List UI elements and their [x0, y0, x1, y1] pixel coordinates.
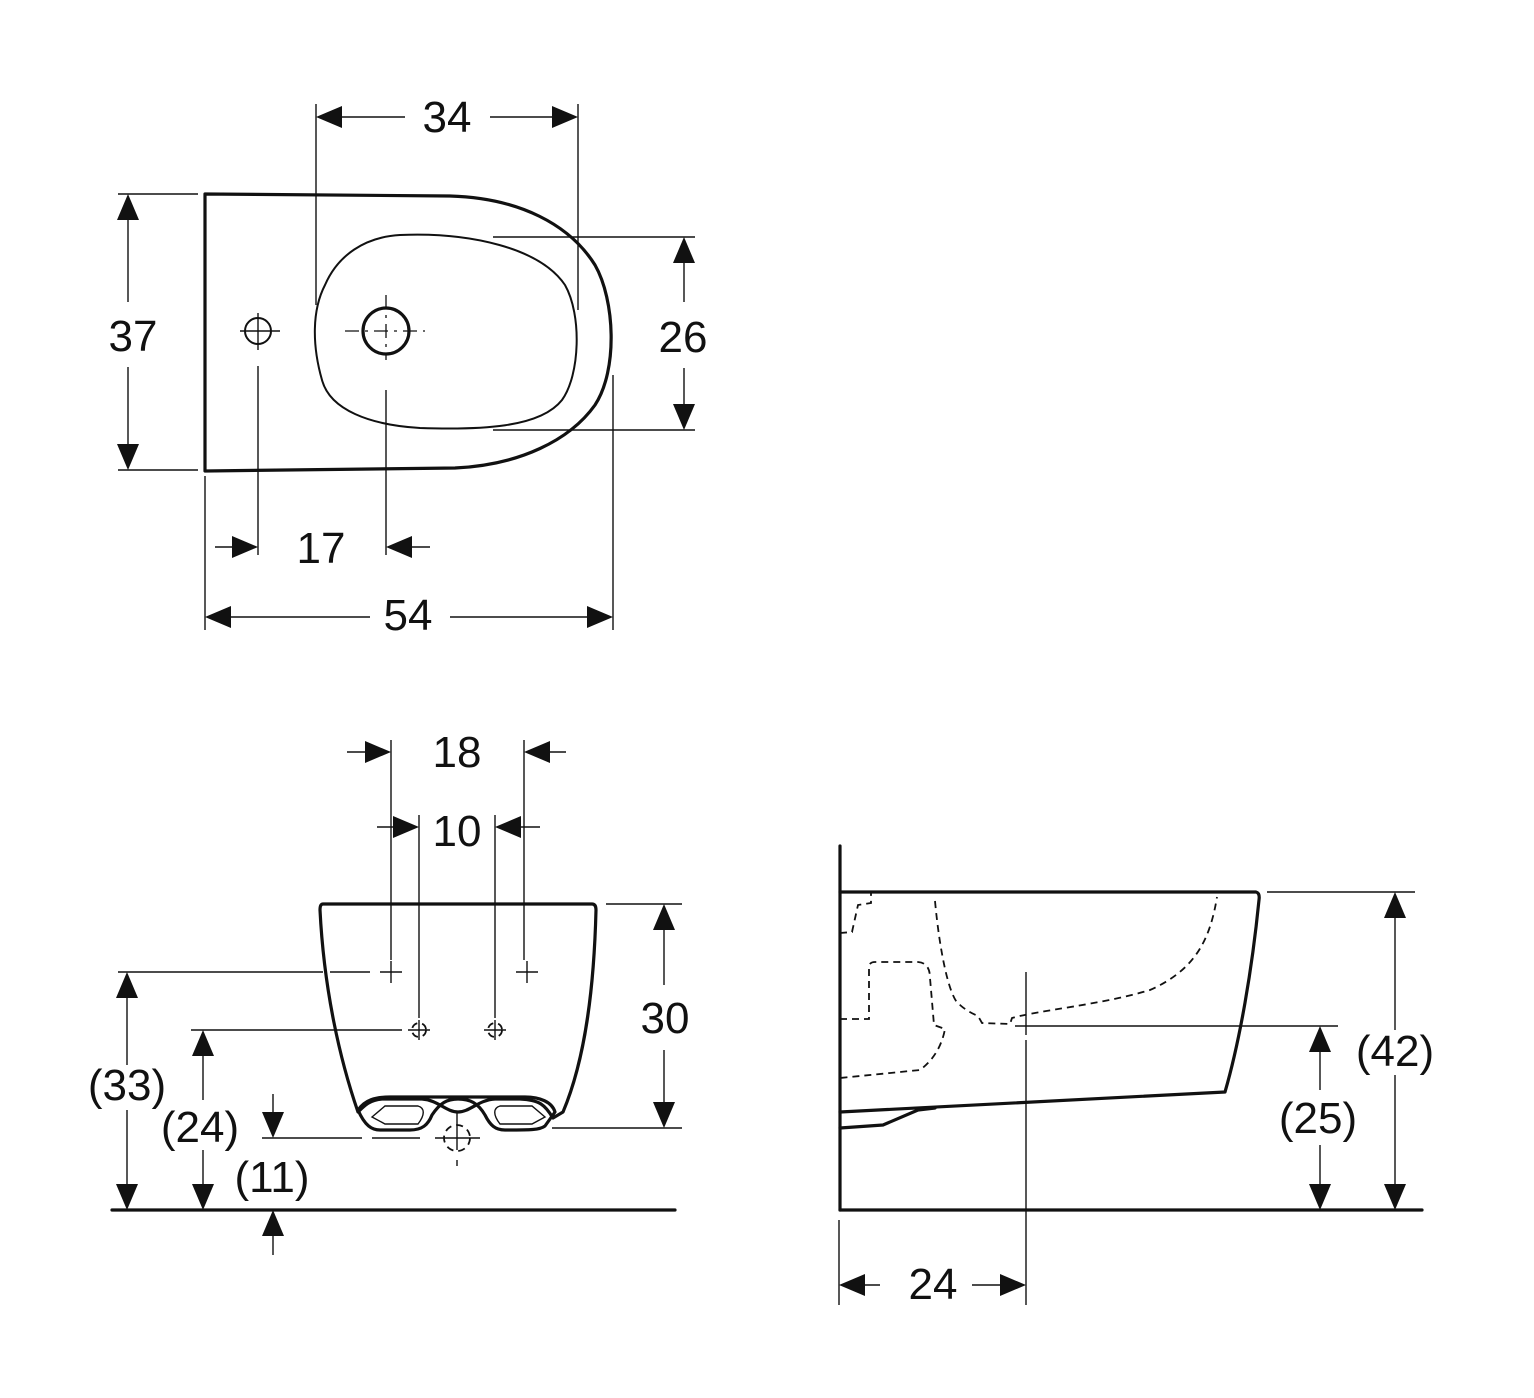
- dim-bowl-length: 34: [423, 93, 472, 142]
- bidet-outline-front: [318, 902, 598, 1120]
- dim-tap-hole-offset: 17: [297, 524, 346, 573]
- top-view: 34 37 26 17 54: [109, 93, 708, 640]
- dim-bowl-width: 26: [659, 313, 708, 362]
- bowl-outline-plan: [313, 233, 578, 430]
- bidet-outline-side: [838, 890, 1261, 1114]
- dim-supply-height: (24): [161, 1103, 239, 1152]
- dim-overall-width: 37: [109, 312, 158, 361]
- dim-waste-height: (11): [235, 1153, 310, 1202]
- front-view: 18 10 30 (33) (24): [88, 728, 690, 1255]
- dim-rim-height: (42): [1356, 1027, 1434, 1076]
- dim-height: 30: [641, 994, 690, 1043]
- side-view: (42) (25) 24: [838, 844, 1434, 1309]
- dim-bolt-height: (33): [88, 1061, 166, 1110]
- dim-fixing-bolt-spacing: 18: [433, 728, 482, 777]
- dim-overall-length: 54: [384, 591, 433, 640]
- dim-outlet-height: (25): [1279, 1094, 1357, 1143]
- bidet-outline-plan: [203, 192, 613, 473]
- dim-outlet-offset: 24: [909, 1260, 958, 1309]
- dim-supply-spacing: 10: [433, 807, 482, 856]
